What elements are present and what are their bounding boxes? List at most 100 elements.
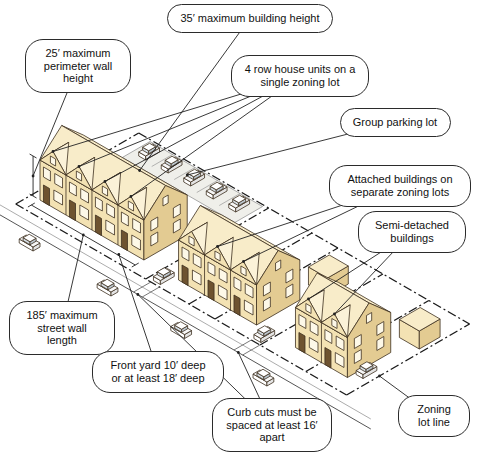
party-wall-line [65,175,66,215]
driveway-edge [134,282,151,292]
window [54,190,63,205]
callout-bubble: Front yard 10′ deep or at least 18′ deep [92,351,224,393]
leader-dot [104,180,107,183]
callout-bubble: Zoning lot line [398,395,470,437]
callout-text: 35′ maximum building height [180,12,319,25]
leader-dot [136,293,139,296]
callout-bubble: 25′ maximum perimeter wall height [25,39,131,93]
callout-bubble: Curb cuts must be spaced at least 16′ ap… [212,398,332,452]
dimension-tick [132,263,139,267]
callout-text: Semi-detached buildings [371,219,453,244]
dimension-tick [30,154,37,158]
window [310,321,318,336]
leader-dot [378,375,381,378]
car [153,269,174,281]
window [234,277,241,291]
dimension-tick [28,203,35,207]
leader-dot [117,253,120,256]
car [253,370,274,382]
car [233,195,246,203]
leader-dot [242,260,245,263]
window [95,197,102,211]
door [325,348,331,369]
leader-dot [32,175,35,178]
callout-text: Front yard 10′ deep or at least 18′ deep [105,359,211,384]
window [218,285,227,300]
callout-bubble: Group parking lot [340,108,451,137]
window [286,284,293,298]
party-wall-line [91,190,92,230]
car [257,369,270,377]
window [263,282,270,296]
window [208,262,215,276]
leader-dot [186,174,189,177]
curb-line [0,204,371,429]
door [69,200,75,221]
leader-dot [216,245,219,248]
window [133,219,141,234]
window [182,247,189,261]
door [208,280,214,301]
leader-dot [333,313,336,316]
callout-bubble: 185′ maximum street wall length [9,301,115,355]
window [377,322,384,336]
callout-bubble: 4 row house units on a single zoning lot [231,55,369,97]
window [151,217,158,231]
window [69,182,76,196]
window [215,251,220,261]
callout-text: Attached buildings on separate zoning lo… [342,173,458,198]
callout-text: 4 row house units on a single zoning lot [244,63,356,88]
car [139,144,160,156]
gable-end-wall [257,251,300,326]
window [263,297,270,311]
window [163,195,168,206]
door [234,295,240,316]
window [366,313,371,324]
window [173,204,180,218]
window [76,171,81,181]
window [50,156,55,166]
car [165,156,178,164]
car [157,268,170,276]
window [189,236,194,246]
window [241,266,246,276]
window [106,220,115,235]
driveway-edge [243,345,260,355]
roof [40,126,166,221]
driveway-edge [234,340,251,350]
window [55,174,63,189]
callout-bubble: Attached buildings on separate zoning lo… [329,165,471,207]
window [192,270,201,285]
leader-dot [307,298,310,301]
callout-text: 185′ maximum street wall length [22,309,102,347]
window [354,350,361,364]
door [182,265,188,286]
car [254,327,275,339]
garage [308,255,348,278]
party-wall-line [230,270,231,310]
window [244,300,253,315]
window [80,205,89,220]
window [325,330,332,344]
window [335,353,344,368]
garage [399,308,440,332]
car [356,363,377,375]
door [121,230,127,251]
leader-dot [82,234,85,237]
dimension-tick [30,194,37,198]
car [175,322,188,330]
dimension-line [33,156,34,196]
window [102,186,107,196]
car [206,183,227,195]
callout-text: Group parking lot [353,116,437,129]
callout-text: Curb cuts must be spaced at least 16′ ap… [225,406,319,444]
car [171,323,192,335]
window [309,338,318,353]
window [193,254,201,269]
window [219,269,227,284]
window [336,336,344,351]
leader-dot [78,165,81,168]
car [258,326,271,334]
sidewalk-line [0,199,371,419]
callout-text: 25′ maximum perimeter wall height [38,47,118,85]
